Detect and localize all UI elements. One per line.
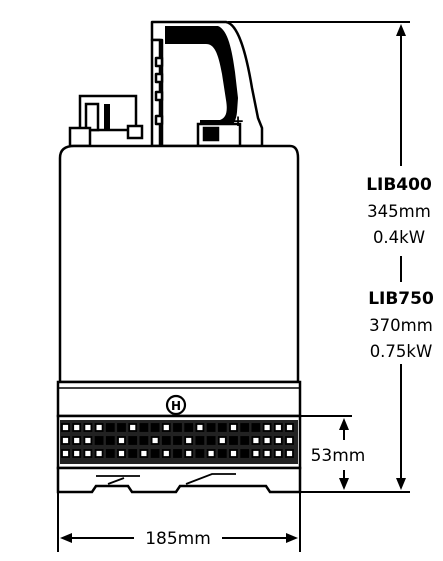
strainer-hole	[195, 449, 205, 458]
strainer-hole	[240, 436, 250, 445]
strainer-hole	[229, 449, 238, 458]
strainer-hole	[273, 449, 283, 458]
strainer-hole	[139, 423, 149, 432]
strainer-hole	[173, 423, 182, 432]
strainer-hole	[94, 449, 104, 458]
strainer-hole	[150, 436, 160, 445]
strainer-hole	[206, 423, 216, 432]
strainer-hole	[262, 449, 272, 458]
strainer-hole	[184, 449, 194, 458]
strainer-hole	[128, 423, 138, 432]
strainer-hole	[229, 423, 238, 432]
strainer-hole	[206, 436, 216, 445]
strainer-hole	[251, 449, 261, 458]
strainer-hole	[128, 449, 138, 458]
pump-handle	[150, 20, 264, 148]
strainer-hole	[161, 423, 171, 432]
strainer-hole	[61, 436, 70, 445]
strainer-hole	[117, 423, 126, 432]
strainer-hole	[262, 436, 272, 445]
strainer-hole	[206, 449, 216, 458]
strainer-hole	[273, 423, 283, 432]
strainer	[56, 414, 302, 494]
strainer-hole	[105, 436, 115, 445]
strainer-hole	[240, 449, 250, 458]
strainer-hole	[173, 449, 182, 458]
strainer-hole	[217, 449, 227, 458]
strainer-hole	[128, 436, 138, 445]
strainer-hole	[61, 423, 70, 432]
strainer-hole	[83, 449, 93, 458]
strainer-hole	[139, 449, 149, 458]
model-name: LIB750	[368, 289, 434, 309]
width-dimension	[57, 492, 301, 552]
overall-height-dimension	[228, 21, 410, 490]
model-lib750: LIB750 370mm 0.75kW	[368, 289, 434, 361]
strainer-hole	[217, 423, 227, 432]
model-height: 370mm	[369, 316, 433, 335]
strainer-height-label: 53mm	[311, 446, 366, 466]
strainer-hole	[150, 449, 160, 458]
strainer-hole	[72, 449, 82, 458]
strainer-hole	[161, 436, 171, 445]
pump-body	[56, 144, 302, 418]
strainer-holes	[60, 420, 298, 464]
strainer-hole	[273, 436, 283, 445]
model-power: 0.4kW	[373, 228, 425, 247]
strainer-hole	[184, 423, 194, 432]
strainer-hole	[105, 449, 115, 458]
strainer-hole	[195, 436, 205, 445]
model-power: 0.75kW	[370, 342, 433, 361]
strainer-hole	[195, 423, 205, 432]
strainer-hole	[173, 436, 182, 445]
strainer-hole	[251, 423, 261, 432]
strainer-hole	[117, 449, 126, 458]
strainer-hole	[94, 423, 104, 432]
emblem-letter: H	[171, 399, 181, 413]
strainer-hole	[72, 436, 82, 445]
strainer-hole	[105, 423, 115, 432]
strainer-hole	[184, 436, 194, 445]
strainer-hole	[240, 423, 250, 432]
strainer-height-dimension	[300, 415, 410, 493]
width-label: 185mm	[145, 529, 211, 549]
model-lib400: LIB400 345mm 0.4kW	[366, 175, 432, 247]
strainer-hole	[251, 436, 261, 445]
plus-marker: +	[232, 112, 245, 130]
strainer-hole	[285, 449, 294, 458]
strainer-hole	[139, 436, 149, 445]
strainer-hole	[229, 436, 238, 445]
strainer-hole	[117, 436, 126, 445]
h-emblem: H	[165, 394, 187, 416]
strainer-hole	[61, 449, 70, 458]
strainer-hole	[150, 423, 160, 432]
strainer-hole	[217, 436, 227, 445]
strainer-hole	[262, 423, 272, 432]
strainer-hole	[83, 423, 93, 432]
cable-gland	[68, 94, 144, 148]
model-height: 345mm	[367, 202, 431, 221]
model-name: LIB400	[366, 175, 432, 195]
strainer-hole	[83, 436, 93, 445]
strainer-hole	[94, 436, 104, 445]
strainer-hole	[285, 423, 294, 432]
strainer-hole	[285, 436, 294, 445]
terminal-box	[196, 122, 242, 148]
strainer-hole	[161, 449, 171, 458]
strainer-hole	[72, 423, 82, 432]
